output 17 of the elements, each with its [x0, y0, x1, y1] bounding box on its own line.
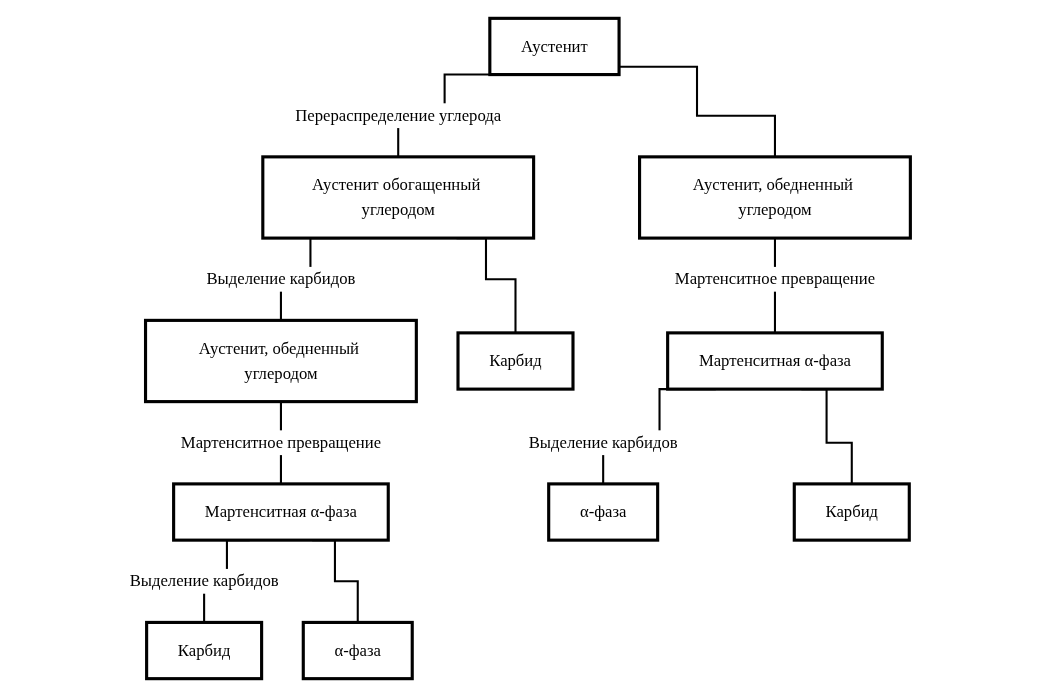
- node-box: Мартенситная α-фаза: [172, 482, 390, 542]
- node-box: Аустенит обогащенный углеродом: [261, 155, 536, 240]
- node-box: Аустенит, обедненный углеродом: [144, 318, 418, 404]
- edge-label: Мартенситное превращение: [180, 433, 382, 452]
- edge-label: Выделение карбидов: [129, 571, 279, 590]
- node-box: Карбид: [456, 331, 575, 391]
- node-box: Карбид: [792, 482, 911, 542]
- node-box: α-фаза: [547, 482, 660, 542]
- node-box: α-фаза: [301, 620, 414, 681]
- edge-label: Мартенситное превращение: [674, 269, 876, 288]
- node-box: Аустенит, обедненный углеродом: [638, 155, 912, 240]
- edge-label: Перераспределение углерода: [295, 106, 502, 125]
- node-box: Аустенит: [488, 16, 621, 77]
- node-box: Карбид: [145, 620, 264, 681]
- edge-label: Выделение карбидов: [206, 269, 356, 288]
- edge-label: Выделение карбидов: [528, 433, 678, 452]
- node-box: Мартенситная α-фаза: [666, 331, 884, 391]
